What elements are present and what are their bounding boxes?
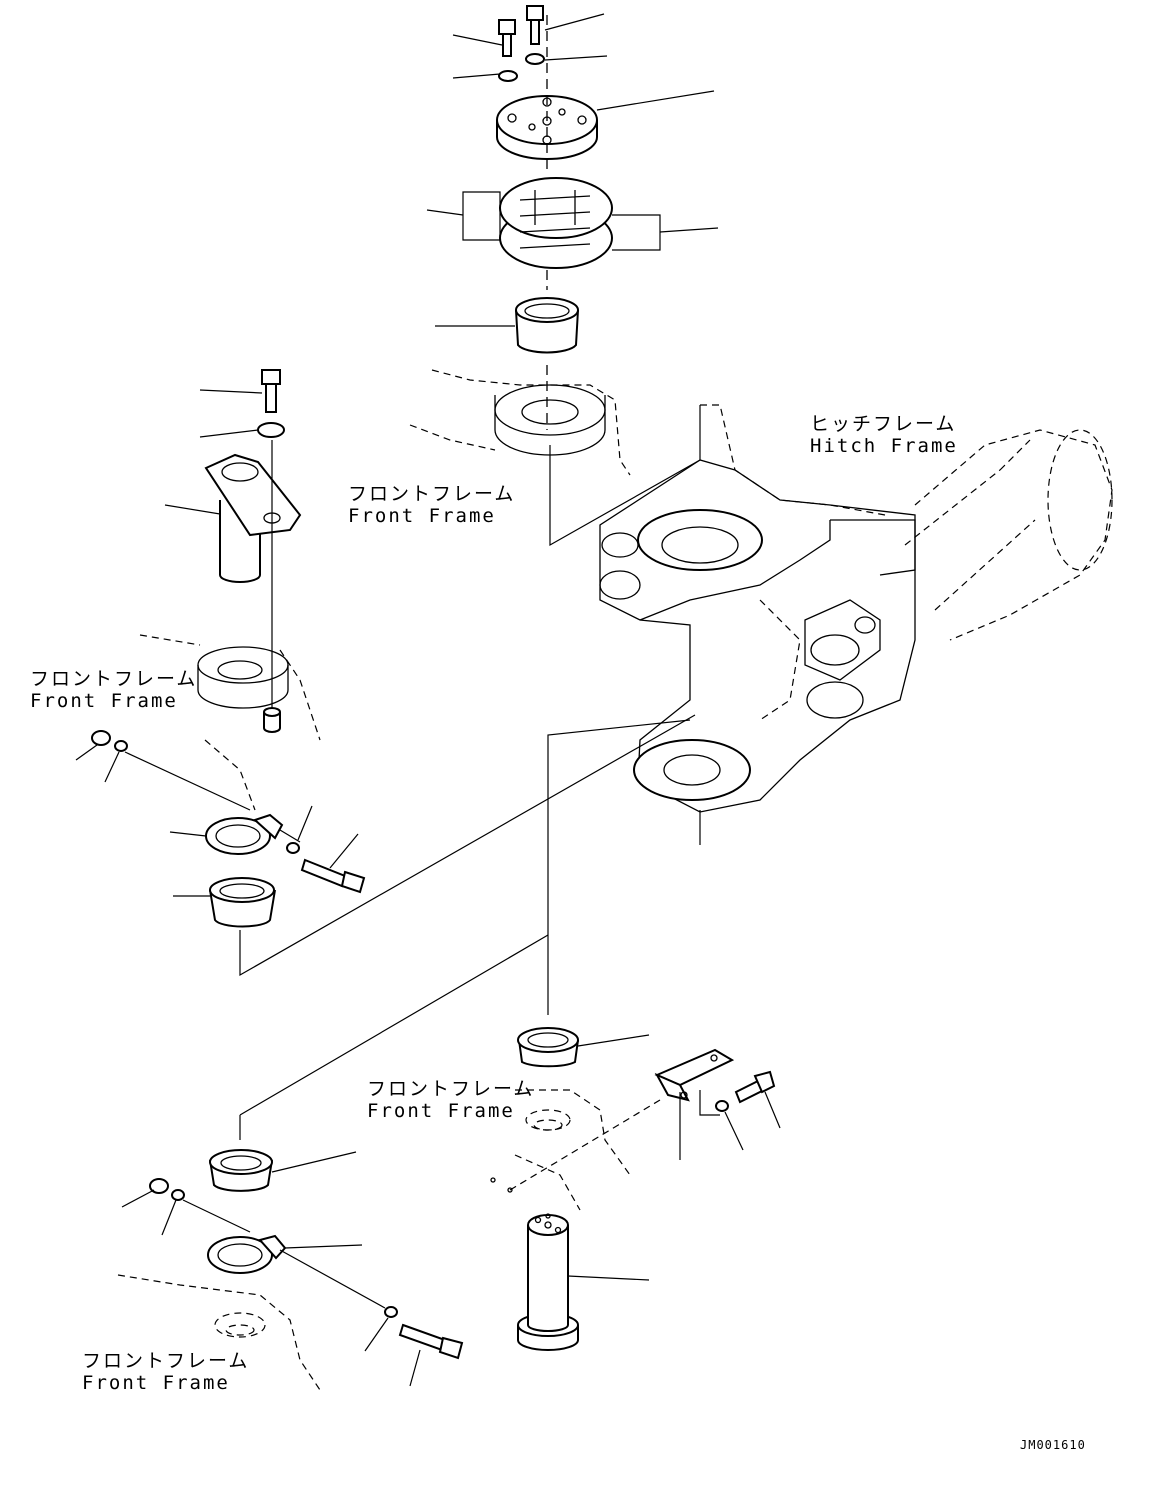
- label-hitch-frame-jp: ヒッチフレーム: [810, 413, 957, 435]
- left-mid-nut: [91, 730, 111, 746]
- bracket-guide-line: [509, 1099, 661, 1191]
- left-mid-washer-2: [286, 842, 300, 854]
- lower-center-bushing: [517, 1027, 579, 1068]
- left-lower-bolt: [398, 1323, 464, 1360]
- label-hitch-frame-en: Hitch Frame: [810, 435, 958, 457]
- label-front-frame-left-jp: フロントフレーム: [30, 668, 198, 690]
- left-lower-bushing: [209, 1149, 273, 1192]
- upper-bushing: [515, 297, 579, 354]
- bracket-bolt: [734, 1070, 776, 1104]
- label-front-frame-bottom: フロントフレーム Front Frame: [82, 1350, 249, 1394]
- label-front-frame-left: フロントフレーム Front Frame: [30, 668, 197, 712]
- left-lower-nut: [149, 1178, 169, 1194]
- left-upper-bolt: [261, 369, 281, 413]
- front-frame-top-boss: [409, 369, 701, 547]
- top-bolt-right: [526, 5, 544, 45]
- label-front-frame-center-en: Front Frame: [367, 1100, 515, 1122]
- label-front-frame-upper: フロントフレーム Front Frame: [348, 483, 515, 527]
- lock-bracket: [654, 1048, 735, 1102]
- left-lower-washer: [171, 1189, 185, 1201]
- label-front-frame-bottom-jp: フロントフレーム: [82, 1350, 250, 1372]
- front-frame-left-boss: [139, 634, 321, 741]
- callout-leaders: [75, 13, 781, 1387]
- bracket-washer: [715, 1100, 729, 1112]
- left-mid-clamp: [205, 813, 284, 855]
- label-front-frame-left-en: Front Frame: [30, 690, 178, 712]
- left-upper-washer: [257, 422, 285, 438]
- label-front-frame-center-jp: フロントフレーム: [367, 1078, 535, 1100]
- left-pin-with-plate: [204, 453, 302, 583]
- label-front-frame-bottom-en: Front Frame: [82, 1372, 230, 1394]
- label-hitch-frame: ヒッチフレーム Hitch Frame: [810, 413, 958, 457]
- left-mid-bolt: [300, 858, 366, 894]
- mid-leader-frame: [239, 714, 696, 977]
- top-bolt-left: [498, 19, 516, 57]
- hitch-frame: [599, 404, 1113, 813]
- label-front-frame-upper-en: Front Frame: [348, 505, 496, 527]
- left-mid-washer: [114, 740, 128, 752]
- top-washer-right: [525, 53, 545, 65]
- clamp-ghost-arc: [204, 739, 256, 811]
- lower-main-pin: [517, 1213, 579, 1351]
- left-lower-washer-2: [384, 1306, 398, 1318]
- label-front-frame-center: フロントフレーム Front Frame: [367, 1078, 534, 1122]
- front-frame-lower-boss: [514, 1089, 631, 1211]
- left-mid-bushing: [209, 877, 276, 928]
- label-front-frame-upper-jp: フロントフレーム: [348, 483, 516, 505]
- top-washer-left: [498, 70, 518, 82]
- left-lower-clamp: [207, 1234, 287, 1274]
- shim-stack: [462, 177, 661, 269]
- front-frame-bottom-boss: [117, 1274, 321, 1391]
- drawing-code: JM001610: [1020, 1438, 1086, 1452]
